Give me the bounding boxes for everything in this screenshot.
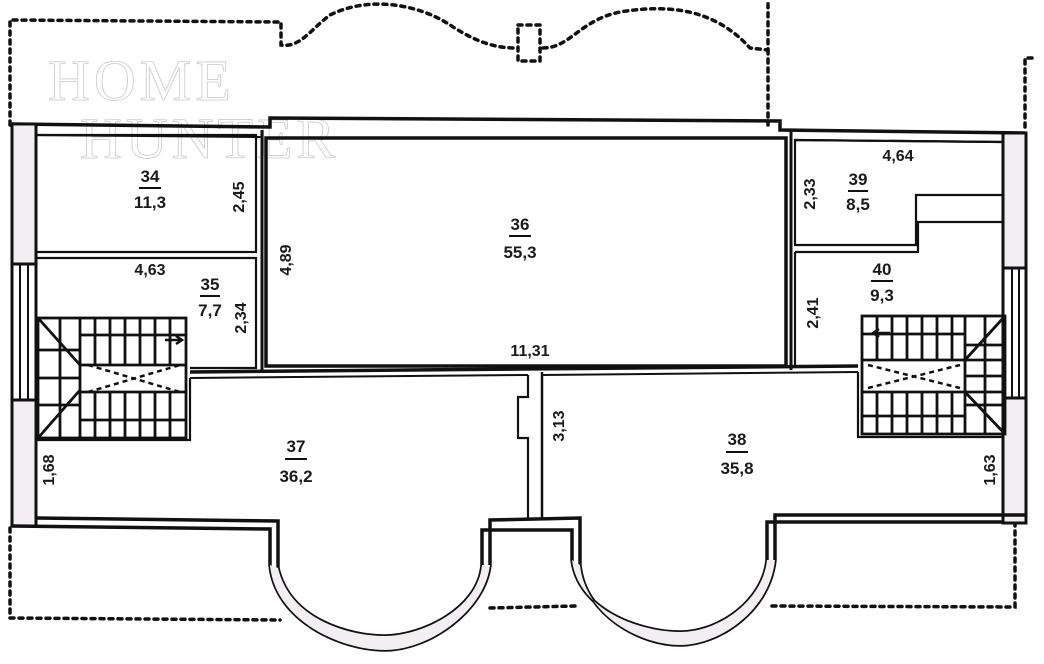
room-38-label: 38 35,8 <box>720 430 753 478</box>
staircase-left <box>36 316 188 440</box>
room-36-label: 36 55,3 <box>503 215 536 262</box>
room-40-label: 40 9,3 <box>870 260 894 305</box>
staircase-right <box>860 314 1007 436</box>
stair-arrow-icon <box>165 334 185 346</box>
room-area: 55,3 <box>503 243 536 262</box>
room-35-label: 35 7,7 <box>198 275 222 320</box>
watermark-logo: HOME HUNTER <box>48 48 336 172</box>
room-37-label: 37 36,2 <box>279 437 312 486</box>
room-area: 8,5 <box>846 195 870 214</box>
dim-room35-height: 2,34 <box>233 302 250 333</box>
room-number: 34 <box>141 167 160 186</box>
dim-room38-left-height: 3,13 <box>551 410 568 441</box>
room-area: 11,3 <box>134 193 166 212</box>
terrace-outline <box>8 0 1034 622</box>
room-area: 7,7 <box>198 301 222 320</box>
room-area: 9,3 <box>870 286 894 305</box>
interior-walls <box>34 130 1005 518</box>
dim-room40-height: 2,41 <box>805 297 822 328</box>
dim-room38-right-height: 1,63 <box>982 454 999 485</box>
room-39-label: 39 8,5 <box>846 170 870 214</box>
dimensions: 2,45 4,63 2,34 4,89 11,31 1,68 3,13 1,63… <box>41 148 999 486</box>
dim-room36-width: 11,31 <box>510 343 549 360</box>
dim-room36-height: 4,89 <box>278 244 295 275</box>
room-number: 39 <box>849 170 868 189</box>
dim-room39-width: 4,64 <box>882 148 913 165</box>
room-number: 38 <box>728 430 747 449</box>
room-number: 35 <box>201 275 220 294</box>
room-number: 40 <box>873 260 892 279</box>
watermark-line1: HOME <box>48 48 235 113</box>
dim-room34-height: 2,45 <box>231 181 248 212</box>
room-34-label: 34 11,3 <box>134 167 166 212</box>
dim-room35-width: 4,63 <box>134 262 165 279</box>
dim-room37-height: 1,68 <box>41 454 58 485</box>
room-number: 36 <box>511 215 530 234</box>
room-number: 37 <box>287 437 306 456</box>
room-area: 36,2 <box>279 467 312 486</box>
room-area: 35,8 <box>720 459 753 478</box>
stair-arrow-icon <box>870 327 890 339</box>
dim-room39-height: 2,33 <box>802 178 819 209</box>
